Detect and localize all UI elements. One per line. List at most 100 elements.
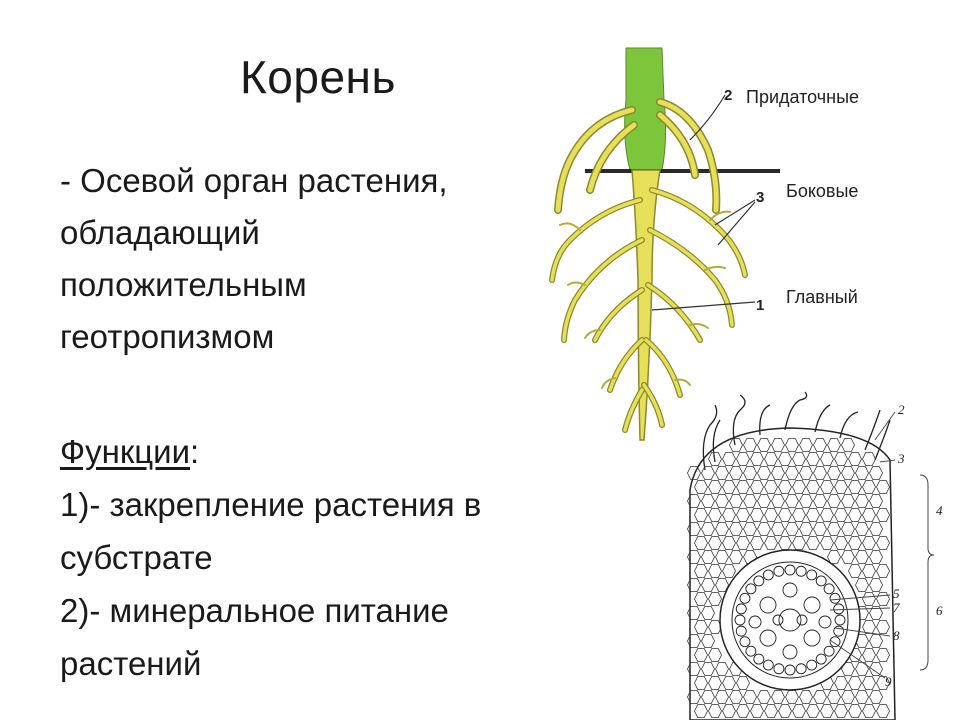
cortex-cell (862, 648, 876, 662)
cortex-cell (792, 480, 806, 494)
pericycle-cell (735, 603, 747, 615)
cortex-cell (722, 564, 736, 578)
cortex-cell (841, 466, 855, 480)
cortex-cell (862, 480, 876, 494)
cortex-cell (708, 536, 722, 550)
cortex-cell (862, 564, 876, 578)
cortex-cell (876, 620, 890, 634)
cross-section-illustration: 2 3 4 5 7 6 8 9 (687, 391, 943, 720)
cortex-cell (862, 676, 876, 690)
cortex-cell (848, 480, 862, 494)
pericycle-cell (773, 565, 785, 577)
cortex-cell (778, 480, 792, 494)
pericycle-cell (806, 659, 818, 671)
pericycle-cell (806, 569, 818, 581)
cortex-cell (750, 480, 764, 494)
cortex-cell (785, 466, 799, 480)
cortex-cell (715, 494, 729, 508)
functions-block: Функции: 1)- закрепление растения в субс… (60, 425, 560, 690)
cortex-cell (869, 522, 883, 536)
cortex-cell (694, 648, 708, 662)
cortex-cell (876, 480, 890, 494)
cortex-cell (848, 676, 862, 690)
cortex-cell (855, 522, 869, 536)
section-label-2: 2 (898, 402, 905, 417)
cortex-cell (722, 704, 736, 718)
cortex-cell (687, 690, 701, 704)
cortex-cell (722, 536, 736, 550)
function-line: 2)- минеральное питание (60, 592, 449, 629)
pericycle-cell (829, 592, 841, 604)
cortex-cell (876, 536, 890, 550)
cortex-cell (701, 550, 715, 564)
cortex-cell (848, 564, 862, 578)
label-1-number: 1 (756, 297, 764, 314)
cortex-cell (729, 494, 743, 508)
pericycle-cell (829, 636, 841, 648)
cortex-cell (701, 662, 715, 676)
cortex-cell (848, 452, 862, 466)
cortex-cell (813, 494, 827, 508)
cortex-cell (701, 578, 715, 592)
pericycle-cell (823, 645, 835, 657)
cortex-cell (687, 662, 701, 676)
xylem-vessel (759, 596, 777, 614)
cortex-cell (764, 452, 778, 466)
cortex-cell (778, 508, 792, 522)
cortex-cell (729, 438, 743, 452)
pericycle-cell (762, 659, 774, 671)
brackets (919, 474, 935, 671)
cortex-cell (687, 466, 701, 480)
cortex-cell (862, 536, 876, 550)
slide-title: Корень (240, 51, 396, 103)
cortex-cell (876, 564, 890, 578)
cortex-cell (764, 536, 778, 550)
cortex-cell (750, 452, 764, 466)
cortex-cell (771, 466, 785, 480)
definition-text: - Осевой орган растения, обладающий поло… (60, 155, 530, 363)
label-lateral: Боковые (786, 181, 858, 201)
cortex-cell (764, 704, 778, 718)
pericycle-cell (795, 565, 807, 577)
functions-heading-colon: : (190, 433, 200, 470)
pericycle-cell (784, 664, 796, 676)
root-cross-section-diagram: 2 3 4 5 7 6 8 9 (687, 391, 943, 720)
cortex-cell (687, 634, 701, 648)
cortex-cell (813, 690, 827, 704)
cortex-cell (869, 466, 883, 480)
cortex-cell (743, 438, 757, 452)
cortex-cell (876, 508, 890, 522)
cortex-cell (757, 522, 771, 536)
label-3-number: 3 (756, 189, 764, 206)
stele (719, 549, 861, 691)
cortex-cell (771, 438, 785, 452)
cortex-cell (743, 690, 757, 704)
cortex-cell (841, 550, 855, 564)
cortex-cell (820, 508, 834, 522)
cortex-cell (792, 452, 806, 466)
cortex-cell (799, 522, 813, 536)
cortex-cell (722, 452, 736, 466)
cortex-cell (757, 690, 771, 704)
cortex-cell (701, 634, 715, 648)
cortex-cell (869, 690, 883, 704)
pericycle-cell (834, 614, 846, 626)
cortex-cell (806, 480, 820, 494)
cortex-cell (778, 704, 792, 718)
function-line: растений (60, 645, 202, 682)
cortex-cell (771, 690, 785, 704)
definition-line: положительным (60, 266, 307, 303)
cortex-cell (827, 522, 841, 536)
cortex-cell (708, 648, 722, 662)
cortex-cell (771, 494, 785, 508)
cortex-cell (750, 704, 764, 718)
cortex-cell (694, 704, 708, 718)
cortex-cell (834, 704, 848, 718)
pericycle-cell (823, 583, 835, 595)
cortex-cell (799, 690, 813, 704)
cortex-cell (862, 704, 876, 718)
cortex-cell (764, 508, 778, 522)
cortex-cell (876, 648, 890, 662)
cortex-cell (708, 452, 722, 466)
cortex-cell (757, 494, 771, 508)
